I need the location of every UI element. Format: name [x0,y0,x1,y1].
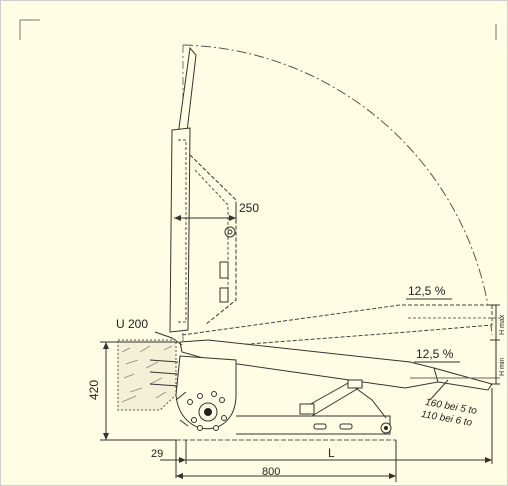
dim-420-label: 420 [87,379,101,400]
beam-end-bolt-inner [384,426,388,430]
bracket-slot-2 [219,287,229,303]
pit-wall [117,339,177,411]
dim-420-arrow-top [103,342,109,349]
lip-hinge-plate [169,127,191,333]
hinge-bracket-left [175,391,189,427]
deck-lower-lip [433,367,493,391]
dim-800-arrow-left [176,473,183,479]
corner-mark-top-left [19,19,40,40]
cylinder-base-block [299,403,315,415]
dim-420-arrow-bottom [103,433,109,440]
dim-250-label: 250 [239,201,260,215]
anchor-bars [149,359,179,387]
dim-250-arrow-left [174,215,181,221]
weld-u200-label: U 200 [116,317,149,331]
dim-250-arrow-right [229,215,236,221]
hinge-bolt-ring [187,391,227,431]
beam-slot-1 [313,423,327,430]
swing-arc [182,44,493,336]
bracket-bolt-inner [227,229,233,235]
vertical-lip [177,46,197,141]
dim-L-label: L [328,446,335,460]
cylinder-top-block [347,379,363,389]
slope-lower-label: 12,5 % [416,347,454,361]
base-beam [236,415,391,435]
dim-29-arrow [179,457,186,463]
h-max-label: H max [499,314,506,335]
support-bracket-inner [194,169,229,295]
support-bracket [189,154,237,326]
h-min-label: H min [499,357,506,376]
dim-800-arrow-right [389,473,396,479]
dim-800-label: 800 [262,466,281,478]
beam-slot-2 [339,423,353,430]
slope-upper-label: 12,5 % [408,284,446,298]
concrete-hatch [121,345,173,403]
load-leader [429,379,449,401]
bracket-slot-1 [219,261,229,279]
bracket-bolt [224,226,236,238]
pivot-inner [204,408,212,416]
deck-upper [181,304,493,349]
dim-29-label: 29 [151,448,164,460]
dim-L-arrow-right [485,457,492,463]
lift-cylinder-rod [349,383,387,419]
u200-leader [154,331,183,346]
